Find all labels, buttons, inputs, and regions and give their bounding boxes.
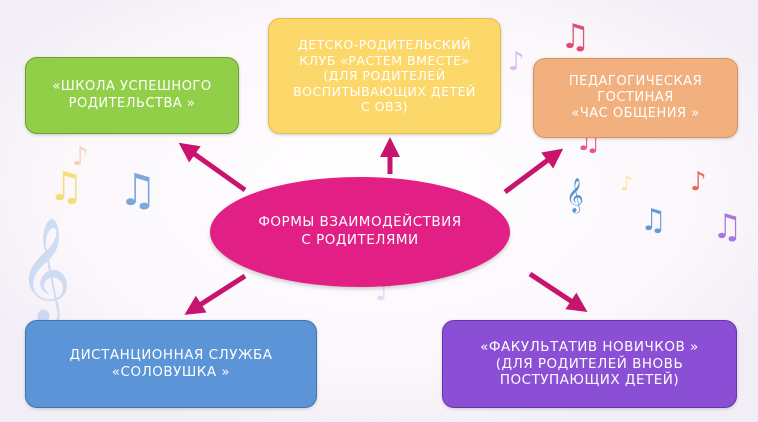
music-note-icon: ♫ — [118, 165, 157, 216]
svg-text:♫: ♫ — [712, 207, 742, 247]
club-box: ДЕТСКО-РОДИТЕЛЬСКИЙ КЛУБ «РАСТЕМ ВМЕСТЕ»… — [268, 18, 501, 134]
treble-clef-icon: 𝄞 — [18, 217, 71, 326]
svg-text:♫: ♫ — [48, 164, 84, 210]
lounge-box: ПЕДАГОГИЧЕСКАЯ ГОСТИНАЯ «ЧАС ОБЩЕНИЯ » — [533, 58, 738, 138]
svg-text:♪: ♪ — [508, 47, 525, 77]
music-note-icon: ♪ — [620, 171, 633, 195]
center-ellipse: ФОРМЫ ВЗАИМОДЕЙСТВИЯ С РОДИТЕЛЯМИ — [210, 177, 510, 287]
music-note-icon: ♪ — [690, 167, 707, 197]
treble-clef-icon: 𝄞 — [566, 178, 584, 214]
svg-text:♫: ♫ — [560, 17, 590, 57]
svg-text:♪: ♪ — [690, 167, 707, 197]
arrow-to-lounge — [503, 148, 564, 195]
music-note-icon: ♫ — [48, 164, 84, 210]
svg-text:♪: ♪ — [72, 142, 89, 172]
svg-text:♪: ♪ — [620, 171, 633, 195]
arrow-to-remote — [184, 273, 247, 315]
music-note-icon: ♫ — [712, 207, 742, 247]
school-box: «ШКОЛА УСПЕШНОГО РОДИТЕЛЬСТВА » — [25, 57, 239, 134]
remote-service-box: ДИСТАНЦИОННАЯ СЛУЖБА «СОЛОВУШКА » — [25, 320, 317, 408]
arrow-to-school — [178, 142, 247, 193]
music-note-icon: ♫ — [640, 203, 667, 238]
svg-text:♫: ♫ — [118, 165, 157, 216]
music-note-icon: ♪ — [508, 47, 525, 77]
svg-text:𝄞: 𝄞 — [18, 217, 71, 326]
arrow-to-course — [528, 271, 588, 312]
music-note-icon: ♪ — [72, 142, 89, 172]
newcomers-course-box: «ФАКУЛЬТАТИВ НОВИЧКОВ » (ДЛЯ РОДИТЕЛЕЙ В… — [442, 320, 737, 408]
svg-text:𝄞: 𝄞 — [566, 178, 584, 214]
svg-text:♫: ♫ — [640, 203, 667, 238]
music-note-icon: ♫ — [560, 17, 590, 57]
